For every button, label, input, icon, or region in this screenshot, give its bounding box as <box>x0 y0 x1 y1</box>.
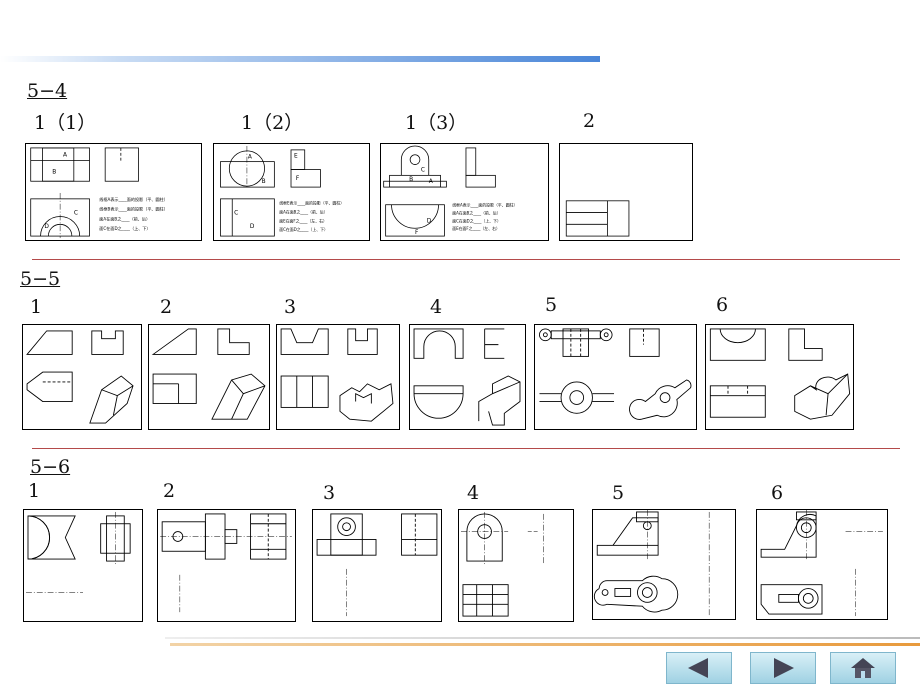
exercise-panel-5-5-1[interactable] <box>22 324 142 430</box>
exercise-panel-5-4-1-3[interactable]: C A B D F 线框A表示____面的投影（平、圆柱） 面A在面B之____… <box>380 143 549 241</box>
footer-accent-line <box>170 643 920 646</box>
svg-text:面C在面D之____（上、下）: 面C在面D之____（上、下） <box>452 218 501 223</box>
svg-text:E: E <box>294 154 298 160</box>
svg-text:B: B <box>52 169 56 175</box>
svg-text:面C在面D之____（上、下）: 面C在面D之____（上、下） <box>99 225 150 231</box>
exercise-panel-5-5-2[interactable] <box>148 324 270 430</box>
next-arrow-icon <box>774 658 794 678</box>
exercise-panel-5-6-2[interactable] <box>157 509 296 622</box>
prev-button[interactable] <box>666 652 732 684</box>
item-label: 1 <box>30 296 43 318</box>
svg-text:F: F <box>296 176 300 182</box>
section-label-5-6: 5−6 <box>30 456 71 478</box>
svg-text:线框A表示____面的投影（平、圆柱）: 线框A表示____面的投影（平、圆柱） <box>452 203 517 208</box>
home-button[interactable] <box>830 652 896 684</box>
section-label-5-5: 5−5 <box>20 268 61 290</box>
section-label-5-4: 5−4 <box>27 80 68 102</box>
svg-text:C: C <box>421 167 425 173</box>
item-label: 6 <box>771 482 784 504</box>
header-gradient-line <box>0 56 600 62</box>
item-label: 5 <box>612 482 625 504</box>
svg-text:面E在面F之____（左、右）: 面E在面F之____（左、右） <box>452 226 500 231</box>
item-label: 3 <box>284 296 297 318</box>
svg-text:A: A <box>248 155 252 161</box>
item-label: 4 <box>430 296 443 318</box>
section-divider <box>32 259 900 260</box>
item-label: 5 <box>545 294 558 316</box>
svg-text:B: B <box>409 177 413 183</box>
footer-line <box>165 637 920 639</box>
item-label: 6 <box>716 294 729 316</box>
exercise-panel-5-6-4[interactable] <box>458 509 574 622</box>
item-label: 1（3） <box>405 112 468 134</box>
svg-text:A: A <box>429 179 433 185</box>
item-label: 2 <box>160 296 173 318</box>
svg-text:面E在面F之____（左、右）: 面E在面F之____（左、右） <box>279 218 327 223</box>
prev-arrow-icon <box>688 658 708 678</box>
svg-text:C: C <box>234 211 238 217</box>
svg-text:F: F <box>415 230 419 236</box>
item-label: 1 <box>28 480 41 502</box>
item-label: 4 <box>467 482 480 504</box>
exercise-panel-5-6-3[interactable] <box>312 509 442 622</box>
item-label: 2 <box>163 480 176 502</box>
svg-text:面A在面B之____（前、后）: 面A在面B之____（前、后） <box>279 210 327 215</box>
exercise-panel-5-4-1-2[interactable]: A B C D E F 线框E表示____面的投影（平、圆柱） 面A在面B之__… <box>213 143 370 241</box>
section-divider <box>32 448 900 449</box>
exercise-panel-5-6-5[interactable] <box>592 509 736 620</box>
svg-text:D: D <box>44 224 49 230</box>
svg-text:D: D <box>427 218 432 224</box>
svg-text:C: C <box>74 211 78 217</box>
item-label: 1（2） <box>241 112 304 134</box>
svg-text:D: D <box>250 224 255 230</box>
svg-text:线框E表示____面的投影（平、圆柱）: 线框E表示____面的投影（平、圆柱） <box>279 201 344 206</box>
svg-text:面C在面D之____（上、下）: 面C在面D之____（上、下） <box>279 227 328 232</box>
exercise-panel-5-6-1[interactable] <box>23 509 143 622</box>
item-label: 2 <box>583 110 596 132</box>
item-label: 1（1） <box>34 112 97 134</box>
exercise-panel-5-5-3[interactable] <box>276 324 400 430</box>
svg-text:面A在面B之____（前、后）: 面A在面B之____（前、后） <box>452 211 500 216</box>
exercise-panel-5-5-5[interactable] <box>534 324 697 430</box>
exercise-panel-5-6-6[interactable] <box>756 509 888 620</box>
exercise-panel-5-4-1-1[interactable]: A B C D 线框A表示____面的投影（平、圆柱） 线框B表示____面的投… <box>25 143 202 241</box>
exercise-panel-5-5-6[interactable] <box>705 324 854 430</box>
next-button[interactable] <box>750 652 816 684</box>
exercise-panel-5-4-2[interactable] <box>559 143 693 241</box>
home-icon <box>851 658 875 678</box>
svg-text:线框B表示____面的投影（平、圆柱）: 线框B表示____面的投影（平、圆柱） <box>99 206 168 212</box>
svg-text:B: B <box>262 179 266 185</box>
item-label: 3 <box>323 482 336 504</box>
svg-text:线框A表示____面的投影（平、圆柱）: 线框A表示____面的投影（平、圆柱） <box>99 196 168 202</box>
letter-A: A <box>63 153 67 159</box>
svg-text:面A在面B之____（前、后）: 面A在面B之____（前、后） <box>99 215 150 221</box>
exercise-panel-5-5-4[interactable] <box>409 324 526 430</box>
